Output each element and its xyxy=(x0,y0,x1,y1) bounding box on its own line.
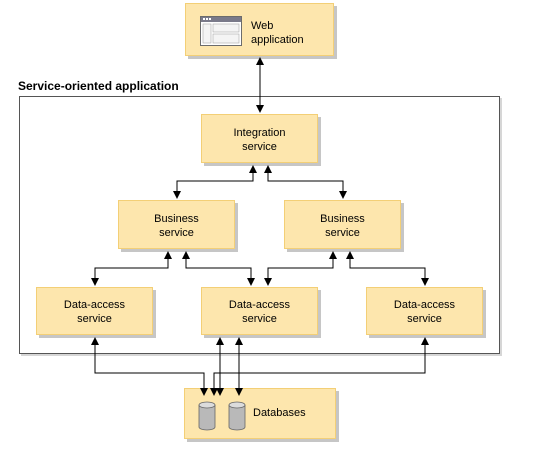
data-access-service-label-2: service xyxy=(407,313,442,325)
databases-box: Databases xyxy=(184,388,336,439)
data-access-service-label-1: Data-access xyxy=(63,299,126,311)
business-service-label-1: Business xyxy=(154,213,199,225)
databases-label: Databases xyxy=(253,407,306,419)
browser-window-icon xyxy=(200,16,242,46)
business-service-box-right: Business service xyxy=(284,200,401,249)
data-access-service-label-2: service xyxy=(77,313,112,325)
web-application-label-2: application xyxy=(251,34,304,46)
data-access-service-label-1: Data-access xyxy=(393,299,456,311)
integration-service-label-1: Integration xyxy=(233,127,286,139)
business-service-label-2: service xyxy=(159,227,194,239)
connector-data-left-databases xyxy=(91,337,208,396)
business-service-box-left: Business service xyxy=(118,200,235,249)
business-service-label-1: Business xyxy=(320,213,365,225)
data-access-service-label-2: service xyxy=(242,313,277,325)
data-access-service-box-center: Data-access service xyxy=(201,287,318,335)
database-cylinders-icon xyxy=(198,401,246,431)
data-access-service-label-1: Data-access xyxy=(228,299,291,311)
connector-data-right-databases xyxy=(210,337,429,396)
connector-integration-business-right xyxy=(264,165,347,199)
data-access-service-box-right: Data-access service xyxy=(366,287,483,335)
web-application-label-1: Web xyxy=(251,20,274,32)
connector-business-left-data-center xyxy=(182,251,255,286)
connector-business-left-data-left xyxy=(91,251,172,286)
business-service-label-2: service xyxy=(325,227,360,239)
integration-service-label-2: service xyxy=(242,141,277,153)
web-application-box: Web application xyxy=(185,3,334,56)
connector-integration-business-left xyxy=(173,165,257,199)
connector-business-right-data-right xyxy=(346,251,429,286)
container-title: Service-oriented application xyxy=(18,79,179,93)
integration-service-box: Integration service xyxy=(201,114,318,163)
connector-business-right-data-center xyxy=(264,251,337,286)
data-access-service-box-left: Data-access service xyxy=(36,287,153,335)
